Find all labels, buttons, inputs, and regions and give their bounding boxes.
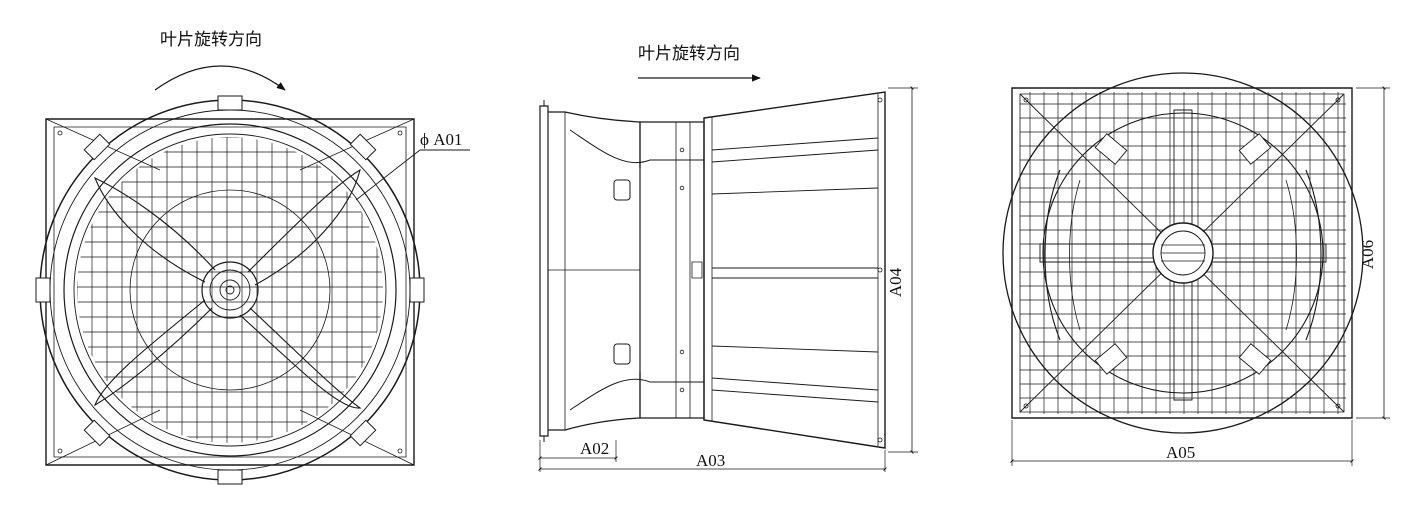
front-blades	[95, 170, 360, 408]
back-view	[1003, 73, 1390, 466]
dim-label-a01: ϕ A01	[420, 130, 463, 149]
a01-leader	[356, 150, 420, 200]
rotation-arc-arrow	[155, 66, 286, 91]
front-grill	[70, 130, 390, 450]
dim-label-a05: A05	[1166, 443, 1196, 462]
back-frame	[1012, 88, 1352, 418]
dim-label-a02: A02	[580, 439, 610, 458]
rotation-label-side: 叶片旋转方向	[638, 44, 740, 64]
dim-label-a06: A06	[1358, 239, 1378, 270]
back-outer-ring	[1003, 73, 1363, 433]
dim-label-a03: A03	[696, 451, 726, 470]
front-view	[36, 66, 470, 484]
rotation-label-front: 叶片旋转方向	[160, 30, 262, 50]
side-view	[540, 74, 918, 472]
dim-label-a04: A04	[886, 267, 906, 298]
diffuser-body	[704, 92, 885, 448]
